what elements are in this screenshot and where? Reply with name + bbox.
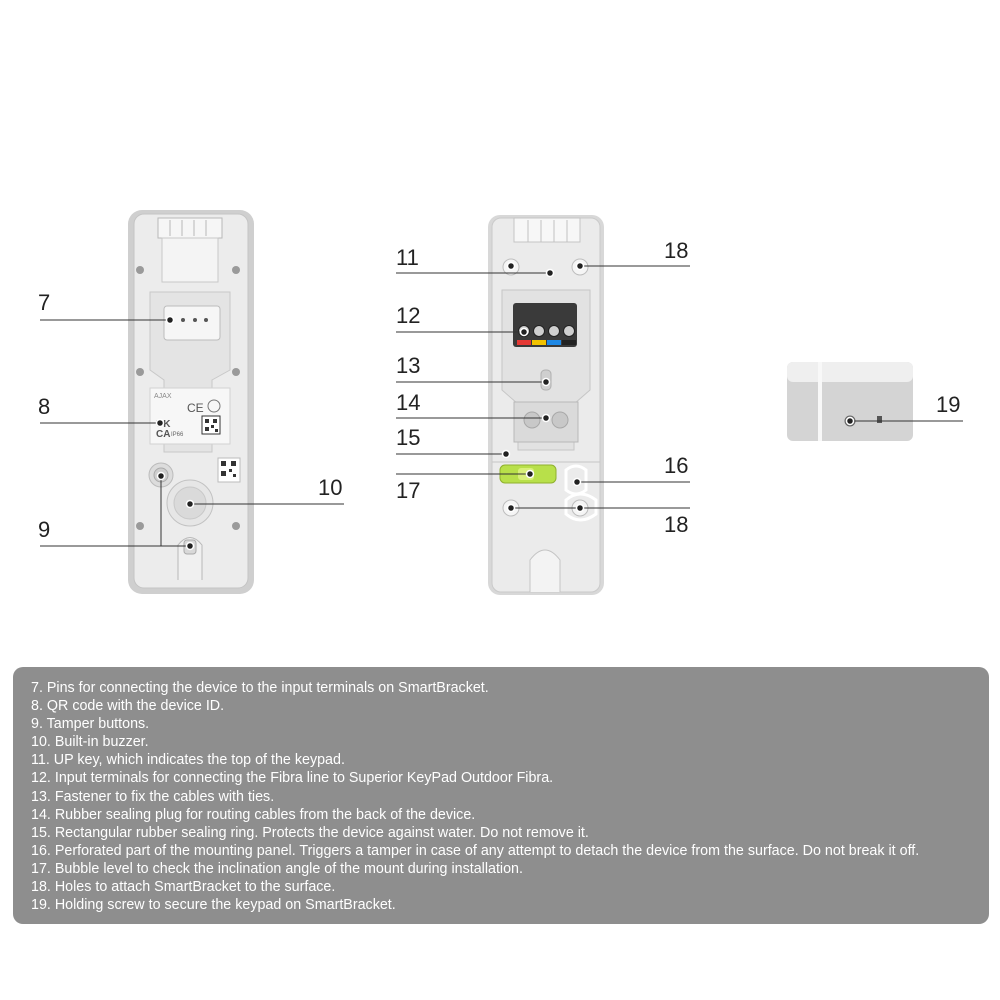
legend-item-15: 15. Rectangular rubber sealing ring. Pro… [31, 824, 589, 841]
ce-mark: CE [187, 401, 204, 415]
keypad-back-view: AJAX CE UK CA IP66 [128, 210, 254, 594]
device-diagram: AJAX CE UK CA IP66 [40, 210, 963, 595]
callout-11: 11 [396, 245, 419, 270]
brand-mark: AJAX [154, 393, 172, 400]
legend-item-16: 16. Perforated part of the mounting pane… [31, 842, 920, 859]
callout-8: 8 [38, 394, 51, 419]
callout-16: 16 [664, 453, 689, 478]
callout-18-top: 18 [664, 238, 689, 263]
legend-item-19: 19. Holding screw to secure the keypad o… [31, 897, 396, 914]
callout-17: 17 [396, 478, 421, 503]
legend-item-11: 11. UP key, which indicates the top of t… [31, 752, 345, 769]
legend-item-8: 8. QR code with the device ID. [31, 698, 225, 715]
legend-item-7: 7. Pins for connecting the device to the… [31, 680, 489, 696]
keypad-side-view [787, 362, 913, 441]
legend-item-18: 18. Holes to attach SmartBracket to the … [31, 879, 336, 896]
legend-item-13: 13. Fastener to fix the cables with ties… [31, 788, 275, 805]
legend-item-17: 17. Bubble level to check the inclinatio… [31, 860, 523, 877]
legend-item-14: 14. Rubber sealing plug for routing cabl… [31, 806, 476, 823]
ip-rating: IP66 [171, 432, 184, 438]
leader-lines [40, 265, 963, 547]
callout-10: 10 [318, 475, 343, 500]
callout-12: 12 [396, 303, 421, 328]
callout-9: 9 [38, 517, 51, 542]
callout-15: 15 [396, 425, 421, 450]
legend-item-12: 12. Input terminals for connecting the F… [31, 770, 554, 787]
qr-code-sticker [217, 457, 241, 483]
qr-code-small [201, 415, 221, 435]
callout-14: 14 [396, 390, 421, 415]
callout-7: 7 [38, 290, 51, 315]
callout-19: 19 [936, 392, 961, 417]
ukca-mark-bottom: CA [156, 429, 170, 440]
callout-18-bottom: 18 [664, 512, 689, 537]
legend-item-10: 10. Built-in buzzer. [31, 734, 149, 751]
callout-dots [155, 261, 855, 551]
legend-item-9: 9. Tamper buttons. [31, 716, 150, 733]
legend-panel: 7. Pins for connecting the device to the… [13, 667, 989, 924]
callout-13: 13 [396, 353, 421, 378]
